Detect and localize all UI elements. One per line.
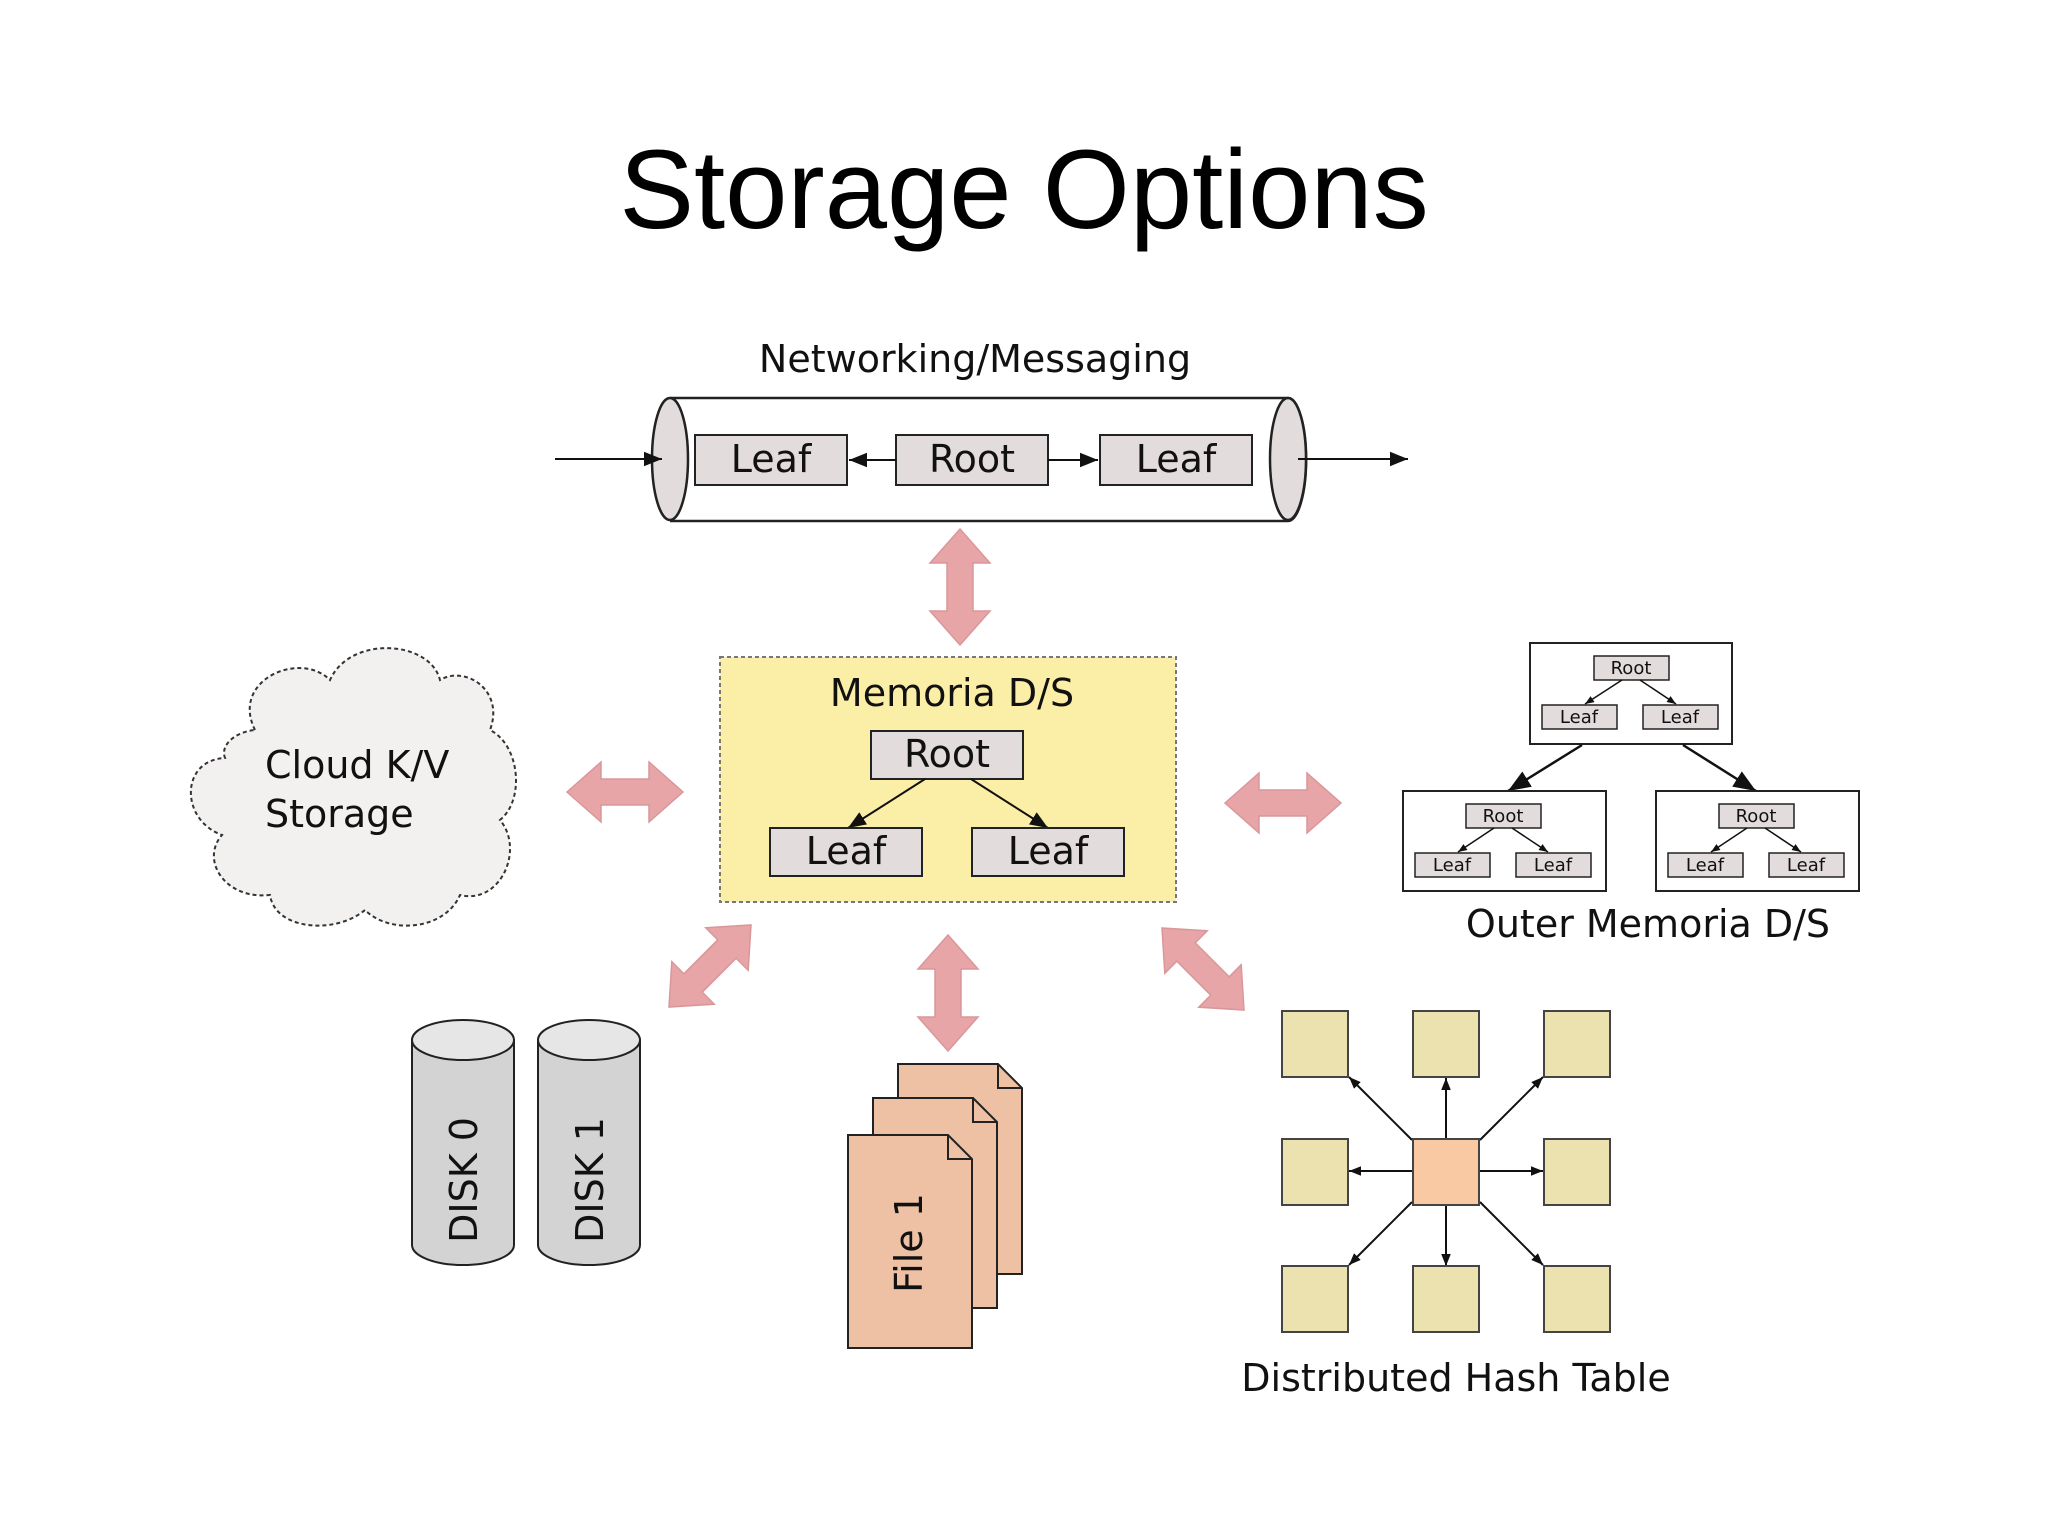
memoria-ds: Memoria D/S Root Leaf Leaf	[719, 656, 1177, 903]
memoria-label: Memoria D/S	[830, 671, 1074, 715]
net-leaf-right-label: Leaf	[1136, 437, 1218, 481]
memoria-root-label: Root	[904, 732, 990, 776]
dht-center-node	[1412, 1138, 1480, 1206]
outer-right-leaf-2: Leaf	[1787, 855, 1826, 876]
disk-0-label: DISK 0	[442, 1117, 486, 1243]
net-root	[895, 434, 1049, 486]
outer-top-root: Root	[1611, 658, 1652, 679]
arrow-memoria-network	[929, 528, 991, 646]
dht-node	[1412, 1265, 1480, 1333]
outer-memoria-ds: Root Leaf Leaf Root Leaf Leaf Root Leaf …	[1402, 642, 1860, 946]
file-stack: File 1	[847, 1063, 1023, 1349]
outer-right-root: Root	[1736, 806, 1777, 827]
slide-title: Storage Options	[619, 127, 1429, 252]
net-root-label: Root	[929, 437, 1015, 481]
outer-top-leaf-2: Leaf	[1661, 707, 1700, 728]
outer-top-leaf-1: Leaf	[1560, 707, 1599, 728]
arrow-memoria-dht	[1140, 906, 1266, 1032]
file-label: File 1	[887, 1193, 931, 1293]
disk-1-top	[537, 1019, 641, 1061]
net-leaf-left-label: Leaf	[731, 437, 813, 481]
disk-1-label: DISK 1	[568, 1117, 612, 1243]
outer-left-leaf-1: Leaf	[1433, 855, 1472, 876]
memoria-leaf-right-label: Leaf	[1008, 829, 1090, 873]
disk-0: DISK 0	[411, 1019, 515, 1266]
dht-node	[1281, 1010, 1349, 1078]
cloud-label-line2: Storage	[265, 792, 414, 836]
disk-1: DISK 1	[537, 1019, 641, 1266]
net-leaf-left	[694, 434, 848, 486]
outer-left-leaf-2: Leaf	[1534, 855, 1573, 876]
memoria-root	[870, 730, 1024, 780]
outer-memoria-label: Outer Memoria D/S	[1466, 902, 1830, 946]
outer-left-root: Root	[1483, 806, 1524, 827]
memoria-leaf-right	[971, 827, 1125, 877]
cloud-label-line1: Cloud K/V	[265, 743, 449, 787]
arrow-memoria-file	[917, 934, 979, 1052]
arrow-memoria-cloud	[566, 761, 684, 823]
dht-node	[1543, 1010, 1611, 1078]
file-icon	[847, 1134, 973, 1349]
dht-label: Distributed Hash Table	[1241, 1356, 1670, 1400]
disk-0-top	[411, 1019, 515, 1061]
outer-right-leaf-1: Leaf	[1686, 855, 1725, 876]
memoria-leaf-left-label: Leaf	[806, 829, 888, 873]
net-leaf-right	[1099, 434, 1253, 486]
cloud-kv-storage: Cloud K/V Storage	[189, 647, 517, 927]
memoria-leaf-left	[769, 827, 923, 877]
dht-node	[1543, 1265, 1611, 1333]
networking-label: Networking/Messaging	[759, 337, 1191, 381]
networking-tube: Networking/Messaging Leaf Root Leaf	[555, 337, 1408, 523]
arrow-memoria-disks	[647, 903, 773, 1029]
arrow-memoria-outer	[1224, 772, 1342, 834]
dht-node	[1543, 1138, 1611, 1206]
dht-node	[1412, 1010, 1480, 1078]
cloud-icon	[189, 647, 517, 927]
distributed-hash-table: Distributed Hash Table	[1241, 1010, 1671, 1400]
dht-node	[1281, 1265, 1349, 1333]
dht-node	[1281, 1138, 1349, 1206]
